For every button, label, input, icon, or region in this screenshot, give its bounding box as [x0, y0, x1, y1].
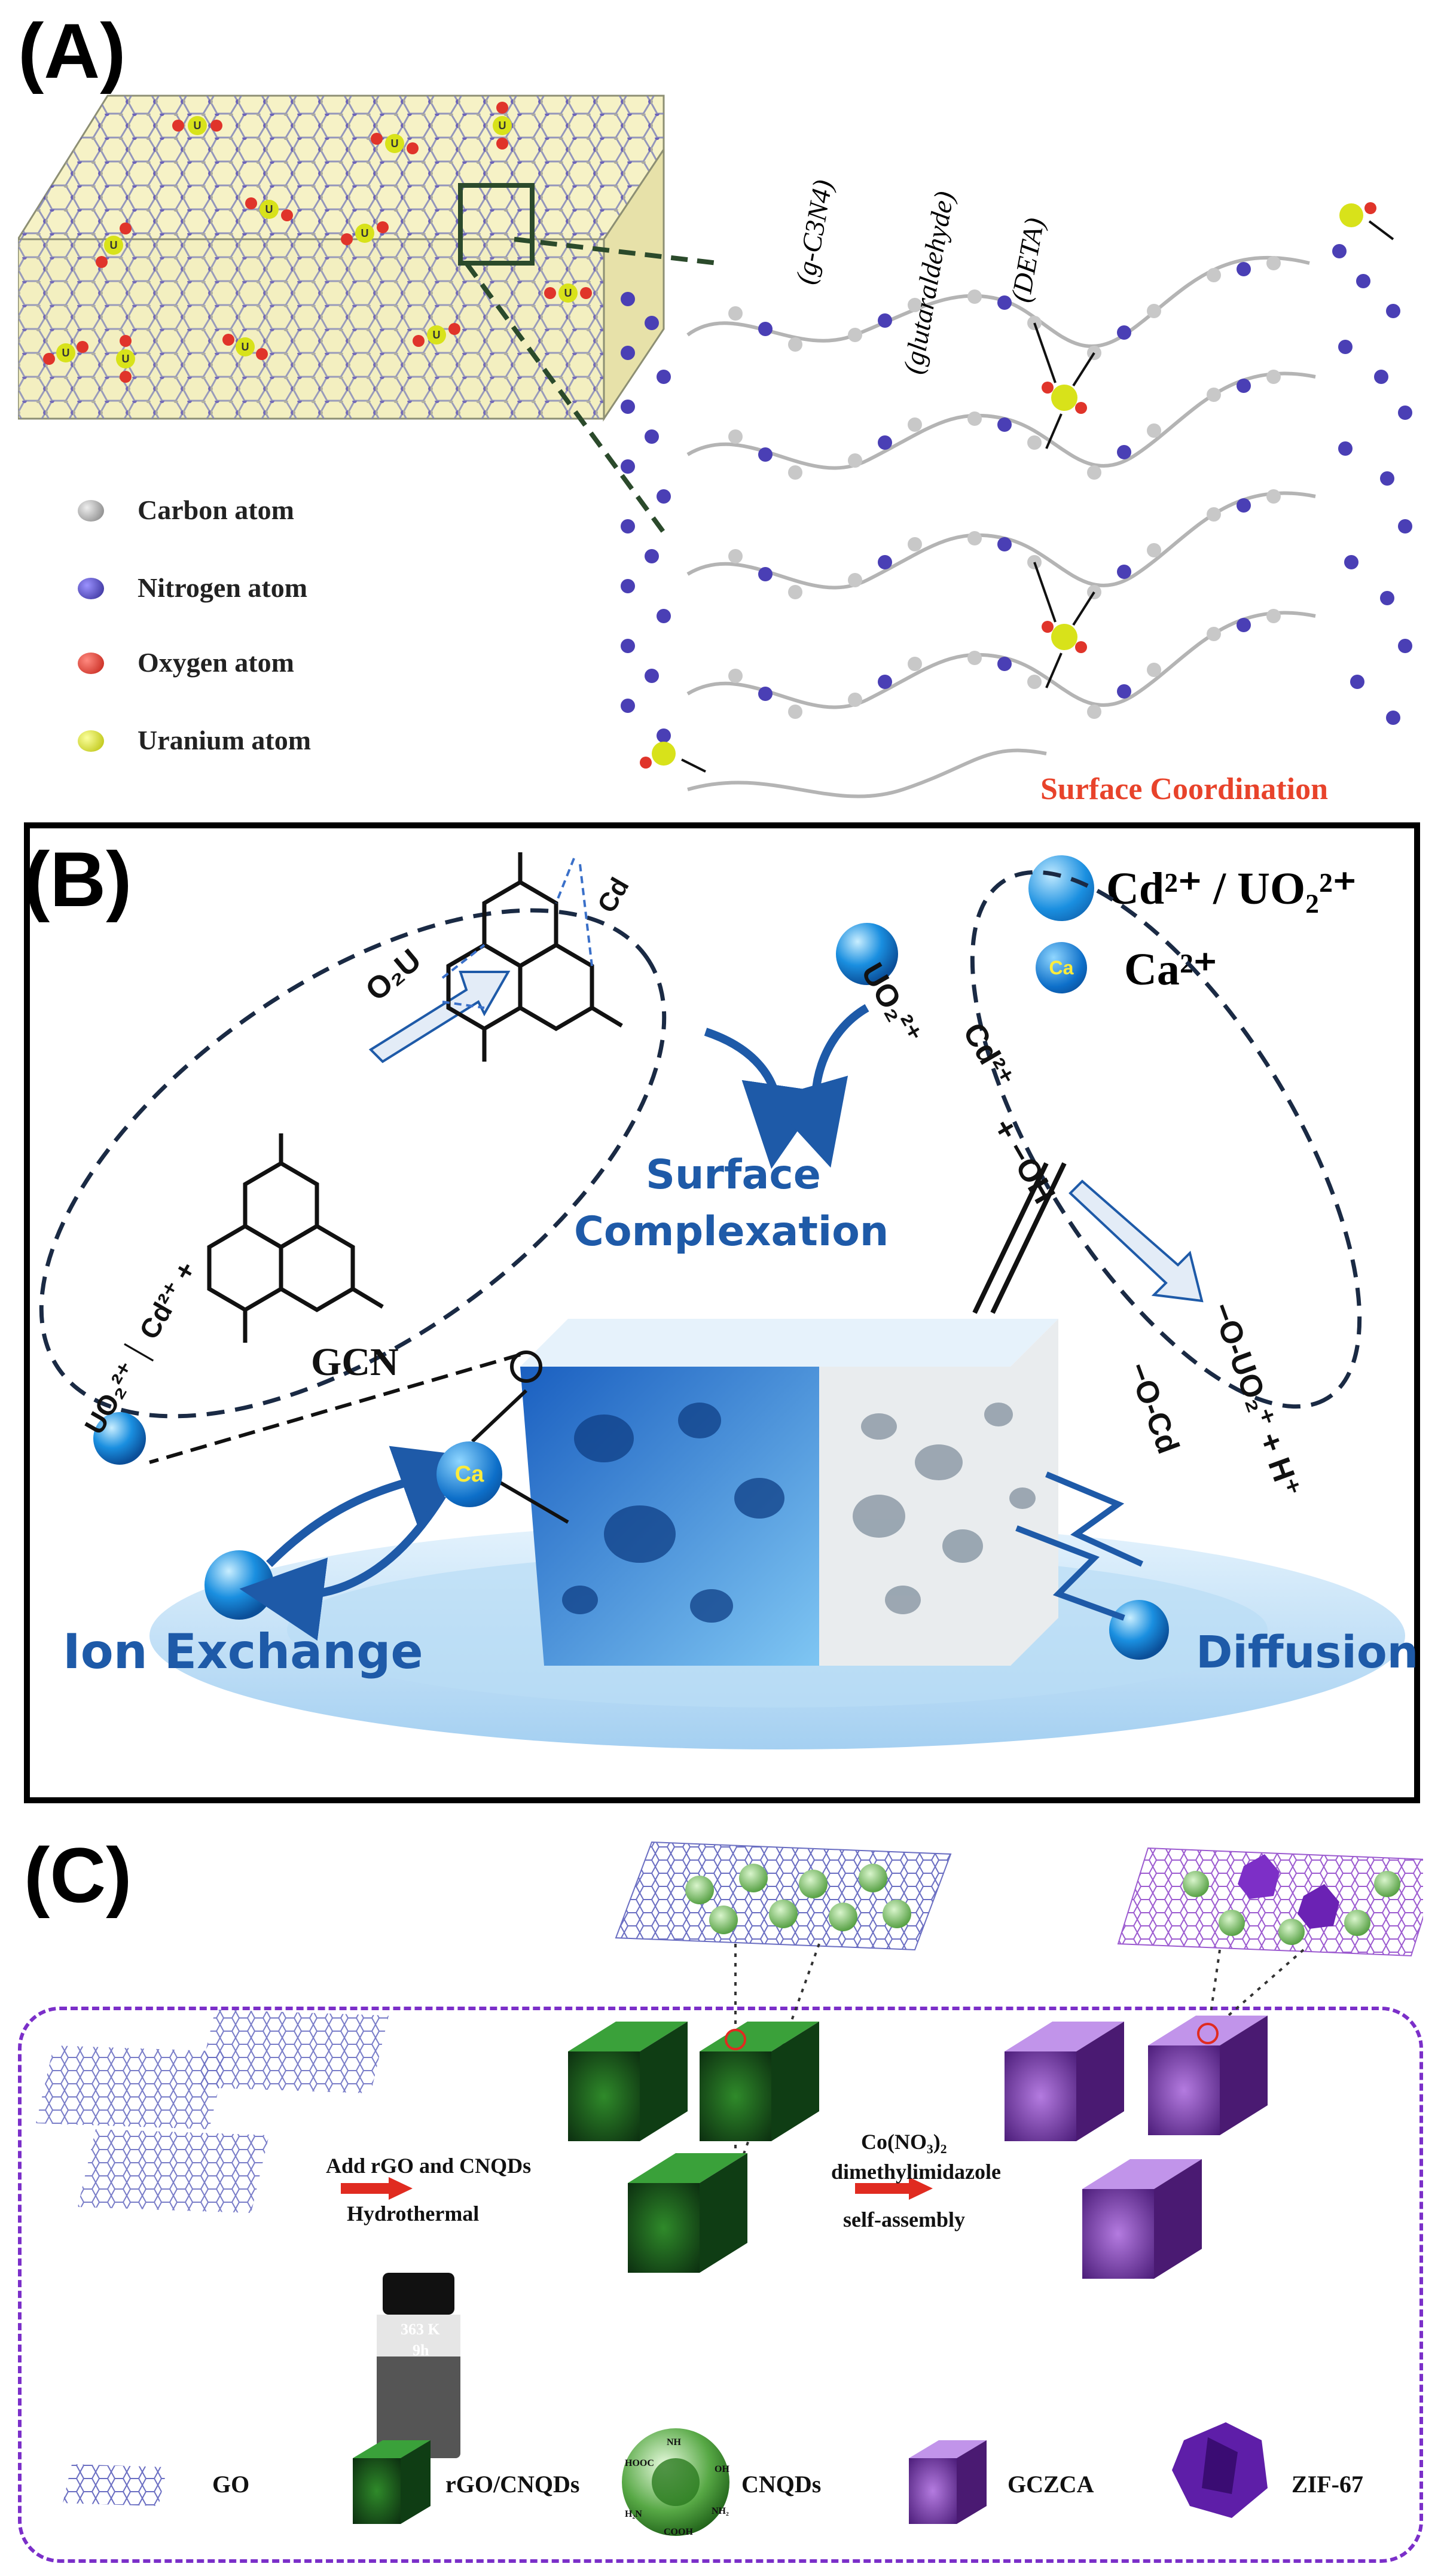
vial-time: 9h [413, 2342, 429, 2359]
svg-text:U: U [433, 329, 441, 341]
ion-exchange-label: Ion Exchange [63, 1624, 423, 1679]
uranium-atom-icon [78, 730, 104, 752]
step2-reagent-cobalt: Co(NO₃)₂ [861, 2130, 947, 2154]
panel-c-dashed-frame [18, 2007, 1423, 2563]
svg-text:U: U [242, 341, 249, 353]
cnqd-group-hooc: HOOC [625, 2458, 654, 2468]
surface-complexation-line2: Complexation [574, 1208, 889, 1255]
nitrogen-atom-icon [78, 578, 104, 599]
legend-go: GO [212, 2471, 250, 2498]
svg-text:U: U [62, 347, 70, 359]
panel-a-label: (A) [18, 7, 126, 94]
legend-carbon: Carbon atom [78, 490, 436, 532]
carbon-atom-icon [78, 500, 104, 522]
uranyl-molecules [43, 102, 592, 383]
zoom-connector [464, 237, 718, 534]
oxygen-atom-icon [78, 653, 104, 674]
step2-method: self-assembly [843, 2208, 965, 2231]
panel-b-frame [24, 822, 1420, 1803]
surface-coordination-caption: Surface Coordination [1040, 772, 1328, 806]
legend-zif67: ZIF-67 [1292, 2471, 1363, 2498]
metal-ion-sphere-icon [1028, 855, 1094, 921]
svg-text:U: U [564, 287, 572, 299]
vial-temperature: 363 K [401, 2321, 440, 2338]
legend-nitrogen: Nitrogen atom [78, 568, 436, 610]
legend-cnqds: CNQDs [741, 2471, 822, 2498]
svg-text:U: U [122, 353, 130, 365]
cnqd-group-nh2: NH₂ [712, 2506, 729, 2516]
uranium-symbol: U [194, 120, 202, 132]
svg-text:U: U [499, 120, 506, 132]
diffusion-label: Diffusion [1196, 1627, 1419, 1678]
legend-oxygen: Oxygen atom [78, 643, 436, 685]
cnqd-group-nh: NH [667, 2437, 681, 2447]
step1-reagents: Add rGO and CNQDs [326, 2154, 532, 2178]
surface-coordination-diagram [621, 202, 1412, 798]
synthesis-scheme-illustration [36, 1841, 1423, 2536]
cnqd-group-cooh: COOH [664, 2527, 693, 2537]
legend-rgo-cnqds: rGO/CNQDs [445, 2471, 580, 2498]
step2-reagent-imidazole: dimethylimidazole [831, 2160, 1001, 2184]
gcn-label: GCN [311, 1340, 399, 1384]
adsorption-mechanism-illustration [39, 852, 1405, 1749]
svg-text:U: U [391, 138, 399, 150]
svg-text:U: U [361, 227, 369, 239]
panel-c-label: (C) [24, 1831, 132, 1919]
cnqd-group-h2n: H₂N [625, 2509, 642, 2519]
surface-complexation-line1: Surface [646, 1151, 821, 1199]
calcium-ion-icon: Ca [1036, 942, 1087, 993]
panel-b-legend: Cd²⁺ / UO₂²⁺ Ca Ca²⁺ [1028, 849, 1399, 1017]
svg-text:U: U [110, 239, 118, 251]
panel-b-label: (B) [24, 836, 132, 923]
legend-gczca: GCZCA [1008, 2471, 1094, 2498]
legend-uranium: Uranium atom [78, 721, 436, 763]
graphene-block-illustration: U U U U U U U U U U U [18, 94, 665, 422]
svg-text:U: U [265, 203, 273, 215]
cnqd-group-oh: OH [715, 2464, 729, 2474]
step1-method: Hydrothermal [347, 2202, 480, 2226]
ca-badge: Ca [436, 1441, 502, 1507]
